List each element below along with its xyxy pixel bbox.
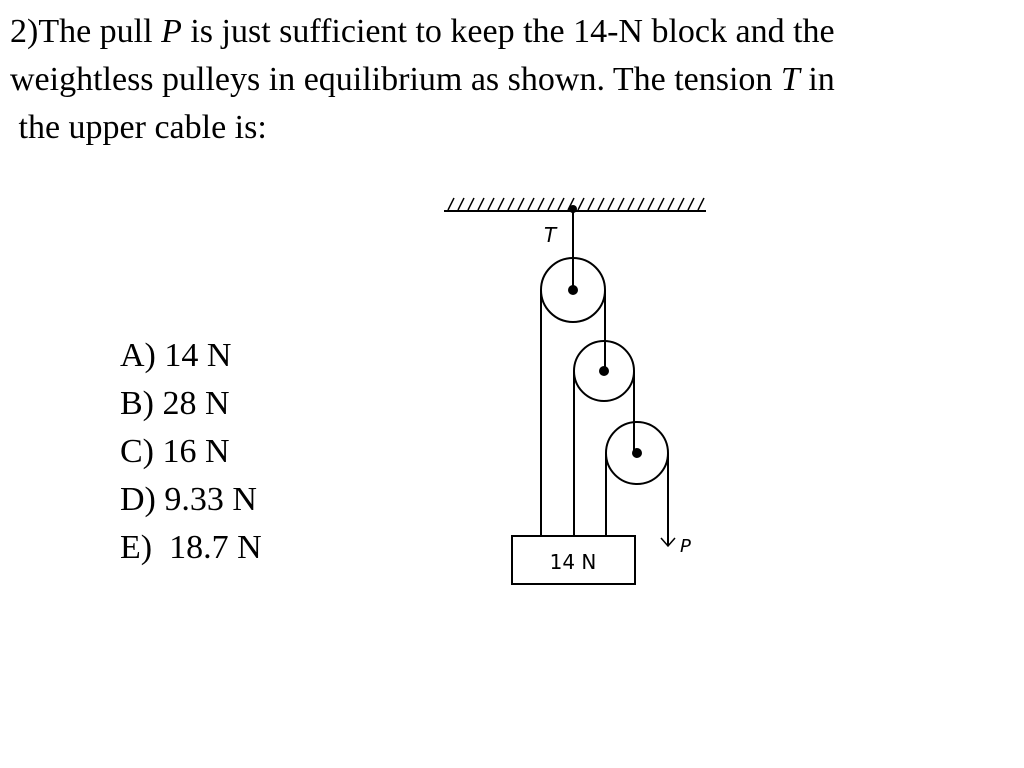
answer-choices: A) 14 N B) 28 N C) 16 N D) 9.33 N E) 18.… <box>120 332 262 572</box>
question-text: 2)The pull P is just sufficient to keep … <box>10 8 1010 152</box>
choice-a[interactable]: A) 14 N <box>120 337 232 374</box>
tension-label: T <box>544 223 558 247</box>
pull-symbol: P <box>161 13 182 50</box>
pull-label: P <box>680 536 691 557</box>
choice-d[interactable]: D) 9.33 N <box>120 481 257 518</box>
question-line-3: the upper cable is: <box>10 109 267 146</box>
pull-arrow-icon <box>660 537 676 548</box>
ceiling-hatching <box>447 197 705 211</box>
choice-b[interactable]: B) 28 N <box>120 385 230 422</box>
choice-e[interactable]: E) 18.7 N <box>120 529 262 566</box>
block-label: 14 N <box>550 550 597 574</box>
ropes <box>540 290 669 545</box>
question-line-2: weightless pulleys in equilibrium as sho… <box>10 61 835 98</box>
question-line-1: 2)The pull P is just sufficient to keep … <box>10 13 835 50</box>
pulley-3 <box>605 421 669 485</box>
block <box>511 535 636 585</box>
choice-c[interactable]: C) 16 N <box>120 433 230 470</box>
tension-symbol: T <box>780 61 800 98</box>
